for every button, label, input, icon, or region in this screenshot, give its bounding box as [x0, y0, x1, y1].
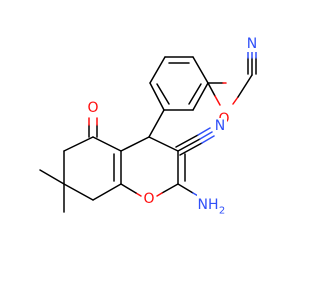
benzene-ring: [149, 56, 209, 111]
ring-nitrile-group: [175, 127, 215, 156]
amino-label: NH: [198, 197, 219, 213]
ketone-oxygen-label: O: [87, 100, 98, 116]
structure-canvas: O N N O O NH 2: [39, 36, 259, 217]
atom-labels: O N N O O NH 2: [85, 36, 259, 217]
chemical-structure: O N N O O NH 2: [39, 36, 259, 217]
cyclohexenone-ring: [39, 136, 122, 213]
cyanomethoxy-group: [207, 51, 257, 106]
ring-oxygen-label: O: [143, 191, 154, 207]
chromene-core: [113, 109, 186, 197]
amino-subscript: 2: [219, 206, 225, 217]
side-nitrile-n-label: N: [247, 36, 257, 52]
amino-bond: [177, 183, 201, 198]
ring-nitrile-n-label: N: [215, 118, 225, 134]
ketone-group: [88, 117, 98, 138]
